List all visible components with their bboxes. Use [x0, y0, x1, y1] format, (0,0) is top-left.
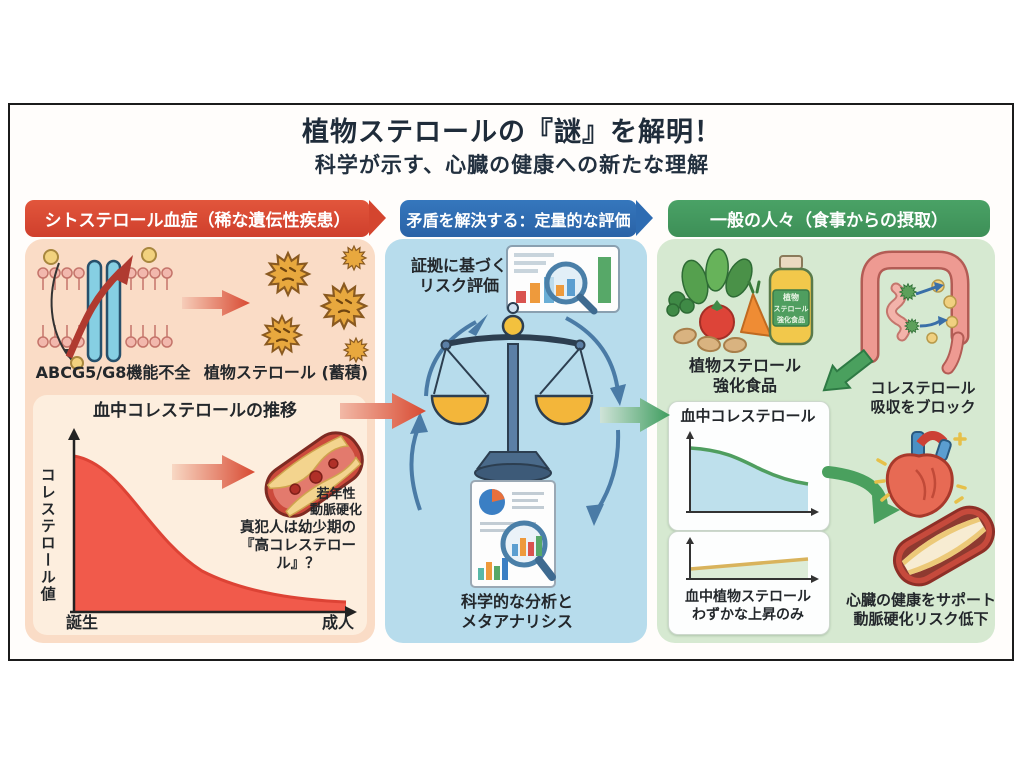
- fortified-foods-label: 植物ステロール 強化食品: [688, 356, 801, 395]
- page-title: 植物ステロールの『謎』を解明！: [302, 117, 722, 148]
- vegetables-icon: [666, 248, 772, 354]
- analysis-document-icon: [470, 480, 556, 588]
- membrane-label: ABCG5/G8機能不全: [35, 363, 191, 382]
- cholesterol-decline-chart: [68, 428, 357, 618]
- healthy-artery-icon: [893, 505, 995, 587]
- header-sitosterolemia: シトステロール血症（稀な遺伝性疾患）: [25, 200, 386, 237]
- absorption-block-label: コレステロール 吸収をブロック: [870, 379, 976, 416]
- bottle-label-line2: ステロール: [774, 305, 809, 313]
- particles-label: 植物ステロール (蓄積): [203, 363, 369, 382]
- x-label-birth: 誕生: [65, 613, 98, 632]
- x-label-adult: 成人: [321, 613, 354, 632]
- artery-note: 若年性 動脈硬化: [309, 487, 362, 519]
- chart2-label: 血中植物ステロール わずかな上昇のみ: [685, 589, 811, 623]
- intestine-icon: [860, 250, 970, 375]
- blood-cholesterol-chart: [686, 431, 819, 516]
- balance-scale-icon: [430, 302, 594, 483]
- bottle-label-line1: 植物: [782, 292, 799, 302]
- true-culprit-question: 真犯人は幼少期の 『高コレステロール』？: [240, 520, 356, 573]
- cell-membrane-icon: [37, 247, 173, 370]
- red-arrow-icon: [182, 290, 250, 316]
- analysis-label: 科学的な分析と メタアナリシス: [460, 592, 573, 631]
- header-general: 一般の人々（食事からの摂取）: [668, 200, 990, 237]
- chart1-title: 血中コレステロール: [680, 407, 816, 425]
- decline-chart-title: 血中コレステロールの推移: [93, 401, 297, 421]
- heart-support-label: 心臓の健康をサポート 動脈硬化リスク低下: [845, 591, 996, 628]
- sterol-particles-icon: [262, 245, 369, 363]
- header-quantitative: 矛盾を解決する：定量的な評価: [400, 200, 653, 237]
- sterol-bottle-icon: 植物 ステロール 強化食品: [768, 255, 814, 346]
- plant-sterol-chart-card: [668, 531, 830, 635]
- cycle-arrows-icon: [409, 314, 626, 526]
- y-axis-label: コレステロール値: [38, 467, 57, 603]
- evidence-chart-card-icon: [506, 245, 620, 315]
- bottle-label-line3: 強化食品: [777, 315, 805, 324]
- evidence-label: 証拠に基づく リスク評価: [410, 256, 507, 295]
- plant-sterol-chart: [686, 537, 819, 583]
- red-arrow-icon: [172, 455, 255, 489]
- sparkle-icon: [874, 432, 967, 504]
- red-flow-arrow-icon: [340, 393, 426, 429]
- clogged-artery-icon: [264, 431, 364, 518]
- green-flow-arrow-icon: [600, 398, 670, 432]
- page-subtitle: 科学が示す、心臓の健康への新たな理解: [314, 153, 710, 177]
- green-down-arrow-icon: [822, 348, 874, 392]
- heart-icon: [874, 431, 967, 518]
